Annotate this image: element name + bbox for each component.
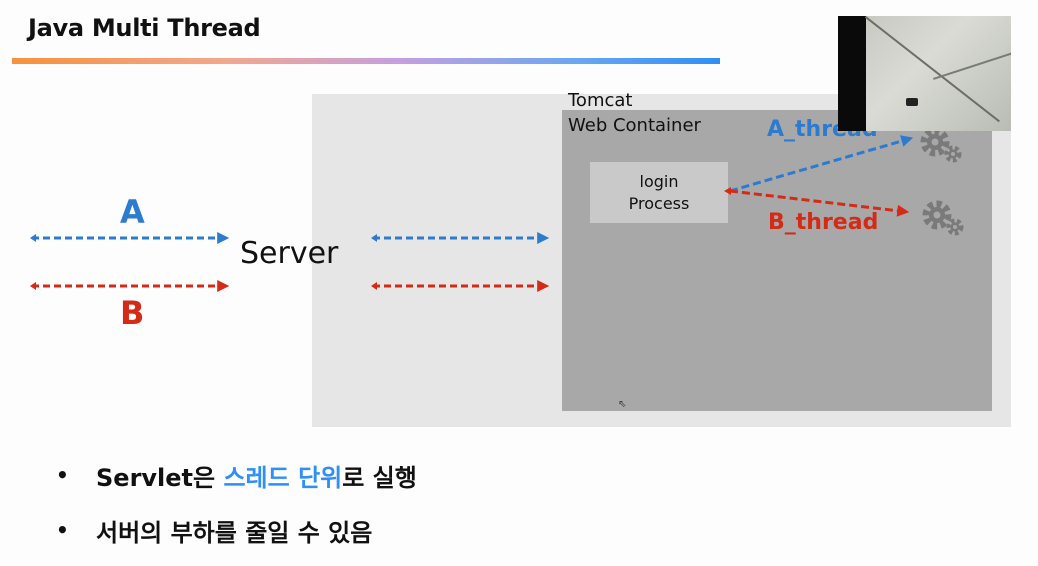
bullet-list: • Servlet은 스레드 단위로 실행 • 서버의 부하를 줄일 수 있음: [56, 456, 417, 566]
webcam-fixture: [906, 98, 918, 106]
bullet-2-prefix: 서버의 부하를 줄일 수 있음: [96, 518, 373, 547]
bullet-text: 서버의 부하를 줄일 수 있음: [96, 513, 372, 548]
bullet-item: • 서버의 부하를 줄일 수 있음: [56, 511, 417, 549]
bullet-1-highlight: 스레드 단위: [223, 463, 343, 492]
mouse-cursor-icon: ⇖: [618, 399, 627, 410]
client-a-arrow: [30, 232, 230, 244]
bullet-dot-icon: •: [56, 518, 69, 542]
slide-title: Java Multi Thread: [28, 14, 261, 42]
server-label: Server: [240, 236, 339, 271]
bullet-1-suffix: 로 실행: [342, 463, 417, 492]
gear-icon: [924, 131, 959, 160]
b-thread-arrow: [724, 187, 910, 217]
tomcat-label-line2: Web Container: [568, 115, 701, 136]
client-b-arrow: [30, 280, 230, 292]
server-b-arrow: [371, 280, 550, 292]
title-gradient-underline: [12, 58, 720, 64]
bullet-dot-icon: •: [56, 463, 69, 487]
webcam-overlay: [838, 16, 1011, 131]
a-thread-arrow: [729, 135, 914, 193]
b-thread-label: B_thread: [768, 210, 879, 235]
login-process-line2: Process: [628, 193, 690, 213]
tomcat-label: Tomcat Web Container: [568, 88, 701, 138]
login-process-box: login Process: [590, 162, 728, 223]
bullet-text: Servlet은 스레드 단위로 실행: [96, 458, 417, 493]
tomcat-label-line1: Tomcat: [568, 90, 633, 111]
bullet-item: • Servlet은 스레드 단위로 실행: [56, 456, 417, 494]
client-b-label: B: [120, 294, 145, 332]
login-process-line1: login: [639, 171, 679, 191]
gear-icon: [926, 204, 961, 233]
client-a-label: A: [120, 193, 145, 231]
server-a-arrow: [371, 232, 550, 244]
bullet-1-prefix: Servlet은: [96, 463, 224, 492]
web-container-area: [562, 110, 992, 411]
